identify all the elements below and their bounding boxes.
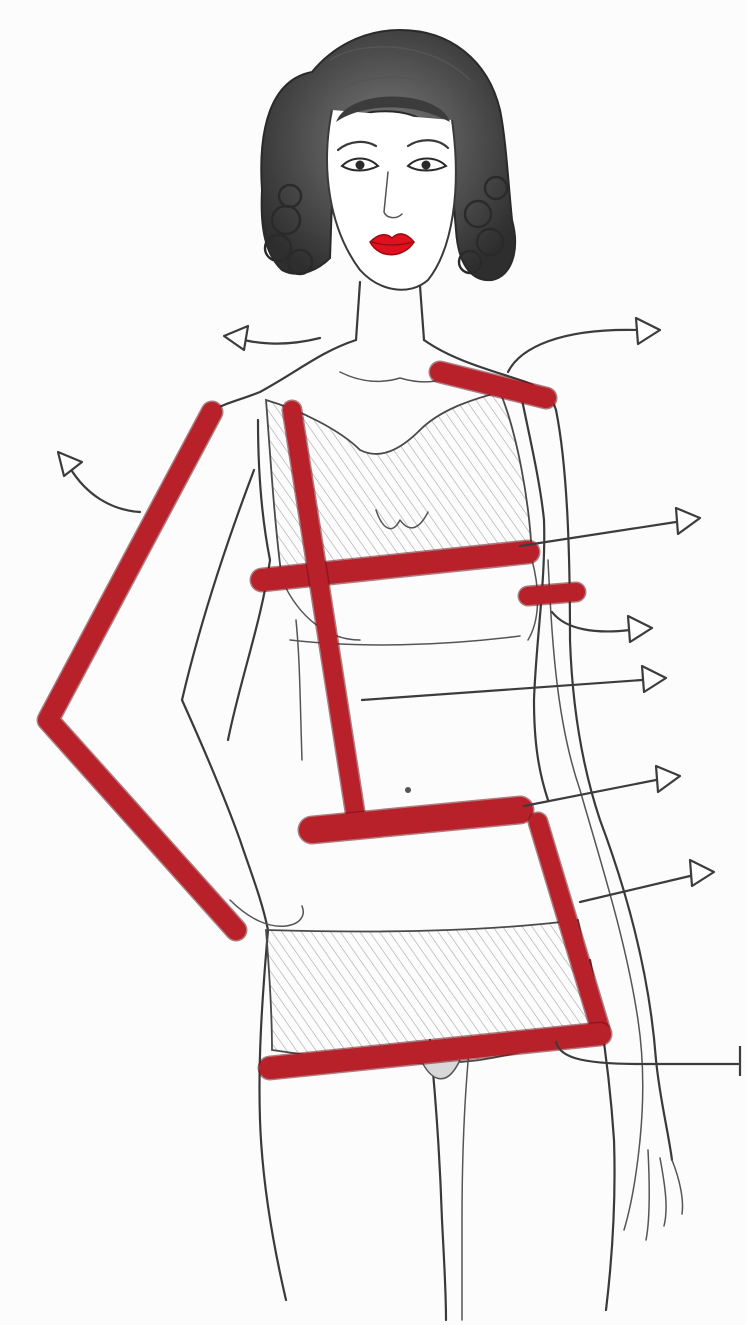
- arrow-head-icon: [676, 508, 700, 534]
- arrow-upper-arm: [552, 612, 652, 642]
- arrow-head-icon: [224, 326, 248, 350]
- face: [327, 96, 456, 289]
- tape-upper-arm-band: [528, 592, 576, 596]
- arrow-side-length: [580, 860, 714, 902]
- arrow-bust: [520, 508, 700, 546]
- arrow-neck: [224, 326, 320, 350]
- arrow-arm-length: [58, 452, 140, 512]
- arrow-head-icon: [628, 616, 652, 642]
- arrow-head-icon: [690, 860, 714, 886]
- arrow-head-icon: [58, 452, 82, 476]
- arrow-head-icon: [656, 766, 680, 792]
- tape-neck-band: [336, 322, 416, 344]
- tape-arm-band: [48, 412, 236, 930]
- arrow-front-length: [362, 666, 666, 700]
- arrow-shoulder: [508, 318, 660, 372]
- arrow-head-icon: [642, 666, 666, 692]
- arrow-head-icon: [636, 318, 660, 344]
- neck: [356, 282, 424, 340]
- tape-shoulder-band: [440, 372, 546, 398]
